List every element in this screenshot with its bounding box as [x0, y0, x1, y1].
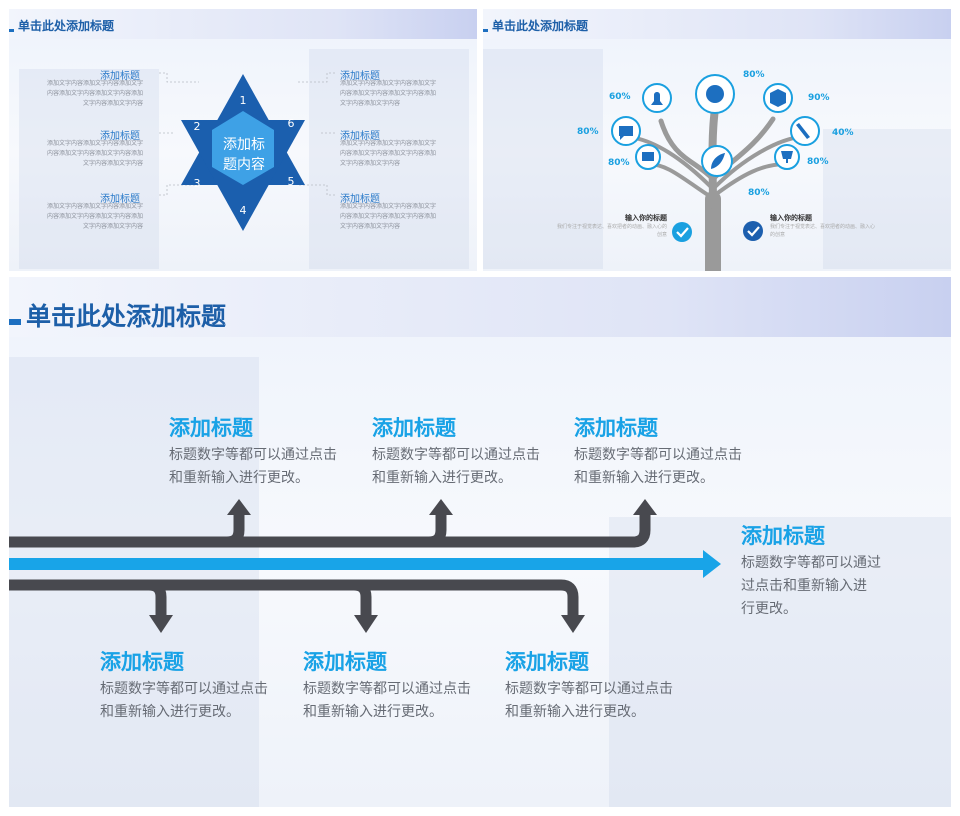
tree-left-heading[interactable]: 输入你的标题	[625, 214, 667, 222]
main-blue-arrow-icon	[703, 550, 721, 578]
timeline-top-heading[interactable]: 添加标题	[574, 416, 658, 440]
leaf-icon	[711, 153, 725, 169]
slide-tree[interactable]: 单击此处添加标题	[483, 9, 951, 271]
star-center-text-2: 题内容	[223, 156, 265, 173]
star-number-6: 6	[288, 117, 295, 130]
down-arrow-icon	[149, 615, 173, 633]
percent-mid-right: 40%	[832, 128, 854, 138]
timeline-top-body: 标题数字等都可以通过点击和重新输入进行更改。	[372, 447, 540, 486]
timeline-right-heading[interactable]: 添加标题	[741, 524, 825, 548]
mail-icon	[642, 152, 654, 161]
slide-header	[9, 277, 951, 337]
slide-timeline[interactable]: 单击此处添加标题 添加标题 标题数字等都可以通过点击和重新输入进行更改。 添加标…	[9, 277, 951, 807]
timeline-bottom-body: 标题数字等都可以通过点击和重新输入进行更改。	[505, 681, 673, 720]
star-item-body: 添加文字内容添加文字内容添加文字内容添加文字内容添加文字内容添加文字内容添加文字…	[46, 203, 143, 230]
star-item-heading[interactable]: 添加标题	[100, 194, 140, 205]
timeline-bottom-heading[interactable]: 添加标题	[505, 650, 589, 674]
paperclip-icon	[796, 123, 810, 139]
slide-title[interactable]: 单击此处添加标题	[492, 19, 589, 33]
up-arrow-icon	[429, 499, 453, 515]
up-arrow-icon	[633, 499, 657, 515]
percent-mid-left: 80%	[577, 127, 599, 137]
header-mark-icon	[483, 29, 488, 32]
star-number-4: 4	[240, 204, 247, 217]
background-building	[823, 129, 951, 269]
percent-upper-left: 60%	[609, 92, 631, 102]
down-arrow-icon	[354, 615, 378, 633]
star-number-5: 5	[288, 175, 295, 188]
up-arrow-icon	[227, 499, 251, 515]
upper-pipe	[9, 513, 651, 548]
timeline-bottom-body: 标题数字等都可以通过点击和重新输入进行更改。	[100, 681, 268, 720]
percent-low-left: 80%	[608, 158, 630, 168]
star-item-body: 添加文字内容添加文字内容添加文字内容添加文字内容添加文字内容添加文字内容添加文字…	[340, 80, 437, 107]
slide-title[interactable]: 单击此处添加标题	[18, 19, 115, 33]
star-center-hexagon	[212, 111, 274, 185]
star-number-1: 1	[240, 94, 247, 107]
star-number-3: 3	[194, 177, 201, 190]
star-diagram: 添加标 题内容 1 2 3 4 5 6	[159, 72, 335, 231]
star-item-heading[interactable]: 添加标题	[100, 131, 140, 142]
star-item-body: 添加文字内容添加文字内容添加文字内容添加文字内容添加文字内容添加文字内容添加文字…	[46, 140, 143, 167]
timeline-right-body: 标题数字等都可以通过过点击和重新输入进行更改。	[741, 555, 881, 617]
header-mark-icon	[9, 29, 14, 32]
timeline-top-body: 标题数字等都可以通过点击和重新输入进行更改。	[574, 447, 742, 486]
timeline-top-heading[interactable]: 添加标题	[169, 416, 253, 440]
percent-trunk: 80%	[748, 188, 770, 198]
check-icon-right	[743, 221, 763, 241]
star-number-2: 2	[194, 120, 201, 133]
slide-star[interactable]: 单击此处添加标题 添加标 题内容 1 2 3 4 5 6 添加标题 添加文字内容…	[9, 9, 477, 271]
background-building	[309, 49, 469, 269]
tree-right-body: 我们专注于视觉表达、喜欢把者的动画、融入心的创意	[770, 224, 876, 238]
background-building	[19, 69, 159, 269]
box-icon	[770, 89, 786, 107]
tree-leaf-glyphs	[619, 85, 810, 169]
percent-low-right: 80%	[807, 157, 829, 167]
tree-diagram: 80% 60% 90% 80% 40% 80% 80% 80%	[577, 70, 854, 271]
background-building	[483, 49, 603, 269]
tree-right-heading[interactable]: 输入你的标题	[770, 214, 812, 222]
bell-icon	[651, 92, 663, 105]
star-item-body: 添加文字内容添加文字内容添加文字内容添加文字内容添加文字内容添加文字内容添加文字…	[340, 140, 437, 167]
star-item-body: 添加文字内容添加文字内容添加文字内容添加文字内容添加文字内容添加文字内容添加文字…	[46, 80, 143, 107]
percent-top: 80%	[743, 70, 765, 80]
slide-title[interactable]: 单击此处添加标题	[26, 302, 227, 331]
slide-header	[9, 9, 477, 39]
trophy-icon	[781, 151, 793, 163]
star-item-body: 添加文字内容添加文字内容添加文字内容添加文字内容添加文字内容添加文字内容添加文字…	[340, 203, 437, 230]
star-center-text-1: 添加标	[223, 137, 265, 153]
timeline-bottom-heading[interactable]: 添加标题	[303, 650, 387, 674]
globe-icon	[706, 85, 724, 103]
timeline-top-heading[interactable]: 添加标题	[372, 416, 456, 440]
check-icon-left	[672, 222, 692, 242]
tree-branches	[626, 105, 803, 271]
timeline-top-body: 标题数字等都可以通过点击和重新输入进行更改。	[169, 447, 337, 486]
timeline-bottom-heading[interactable]: 添加标题	[100, 650, 184, 674]
tree-left-body: 我们专注于视觉表达、喜欢把者的动画、融入心的创意	[556, 224, 667, 238]
star-item-heading[interactable]: 添加标题	[340, 194, 380, 205]
main-blue-bar	[9, 558, 705, 570]
star-item-heading[interactable]: 添加标题	[100, 71, 140, 82]
header-mark-icon	[9, 319, 21, 325]
timeline-arrows	[9, 499, 721, 633]
timeline-bottom-body: 标题数字等都可以通过点击和重新输入进行更改。	[303, 681, 471, 720]
percent-upper-right: 90%	[808, 93, 830, 103]
down-arrow-icon	[561, 615, 585, 633]
slide-header	[483, 9, 951, 39]
star-item-heading[interactable]: 添加标题	[340, 71, 380, 82]
lower-pipe	[9, 579, 579, 617]
chat-icon	[619, 126, 633, 140]
star-item-heading[interactable]: 添加标题	[340, 131, 380, 142]
